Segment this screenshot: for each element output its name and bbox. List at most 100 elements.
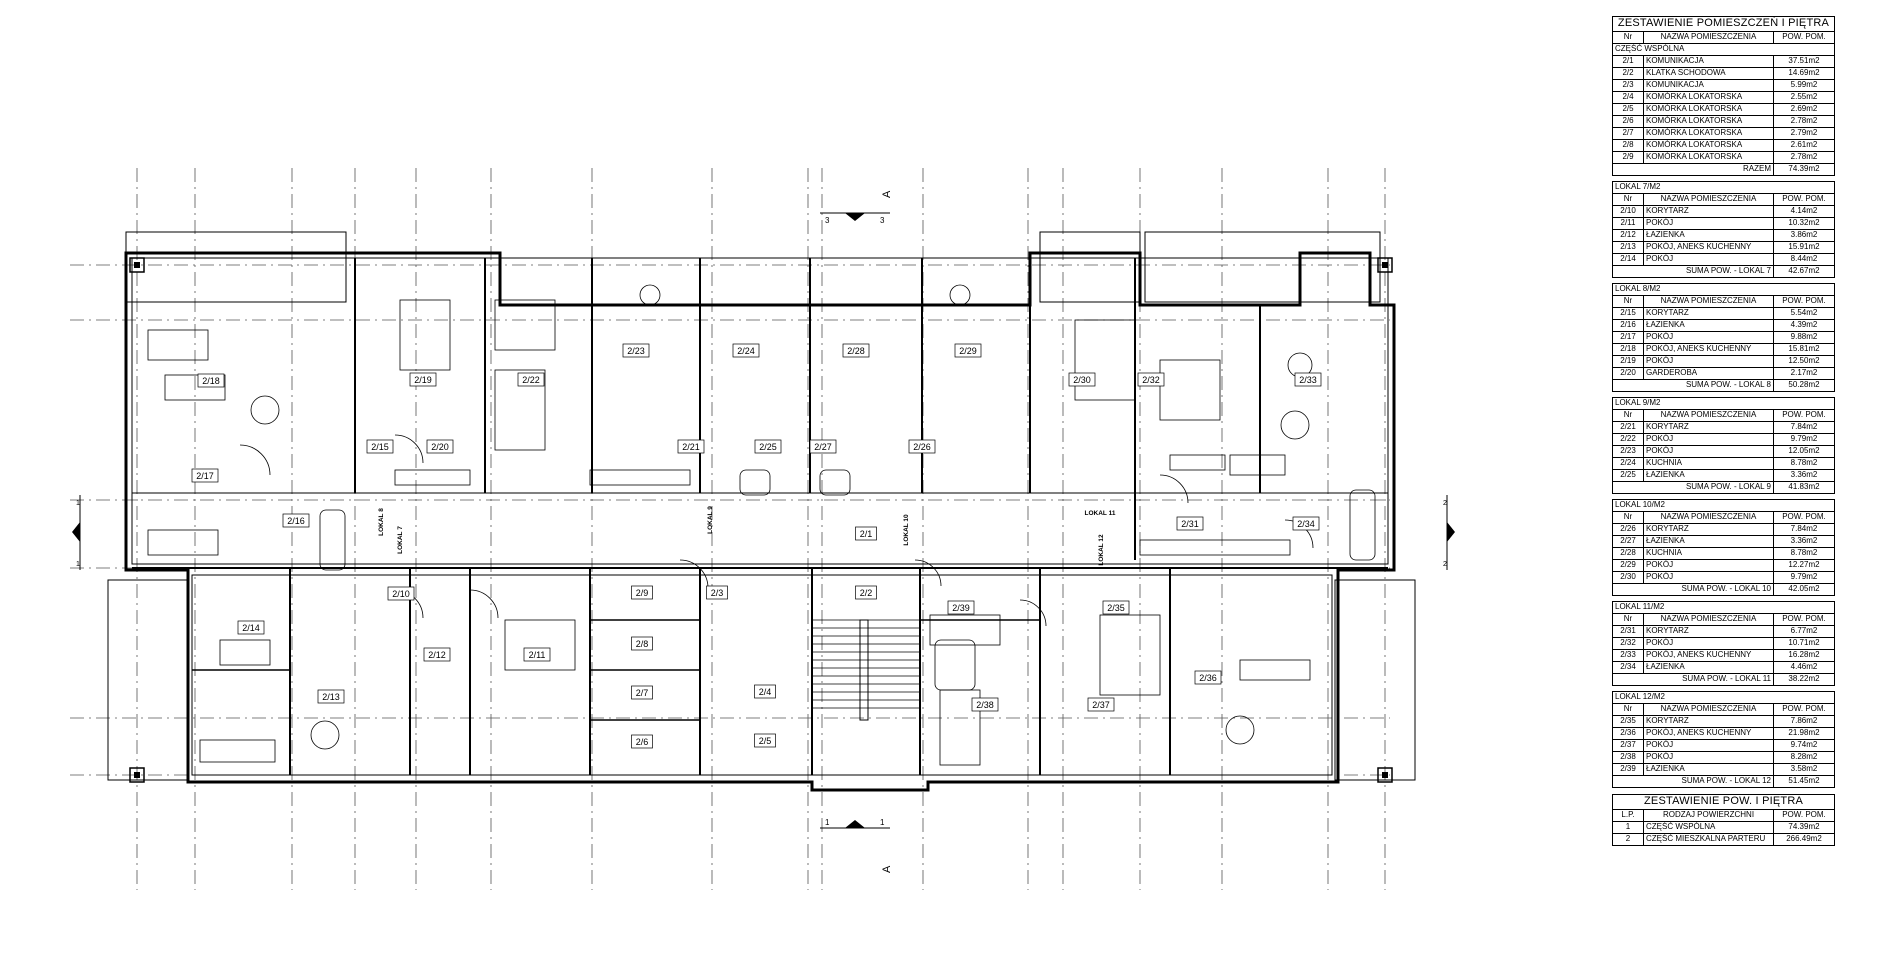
- table-cell: 9.74m2: [1773, 739, 1835, 752]
- table-cell: KLATKA SCHODOWA: [1643, 67, 1774, 80]
- room-label: 2/36: [1199, 673, 1217, 683]
- table-round: [949, 284, 971, 306]
- table-cell: NAZWA POMIESZCZENIA: [1643, 409, 1774, 422]
- room-label: 2/9: [636, 588, 649, 598]
- table-cell: Nr: [1612, 193, 1644, 206]
- room-label: 2/12: [428, 650, 446, 660]
- room-label: 2/6: [636, 737, 649, 747]
- balcony: [1334, 579, 1416, 781]
- balcony: [1039, 231, 1141, 303]
- room-tag: [732, 343, 760, 358]
- table-cell: 38.22m2: [1773, 673, 1835, 686]
- table-cell: POKÓJ, ANEKS KUCHENNY: [1643, 343, 1774, 356]
- table-cell: 2/38: [1612, 751, 1644, 764]
- room-tag: [1068, 372, 1096, 387]
- door-swing: [239, 444, 271, 476]
- furniture-item: [219, 639, 271, 666]
- table-cell: 2/2: [1612, 67, 1644, 80]
- table-cell: KORYTARZ: [1643, 715, 1774, 728]
- section-number: 3: [880, 216, 885, 225]
- table-cell: KOMÓRKA LOKATORSKA: [1643, 115, 1774, 128]
- room-label: 2/18: [202, 376, 220, 386]
- inner-wall-line: [191, 574, 1333, 776]
- side-arrow: [1447, 522, 1455, 542]
- table-cell: 21.98m2: [1773, 727, 1835, 740]
- table-cell: KOMUNIKACJA: [1643, 79, 1774, 92]
- table-cell: 2/37: [1612, 739, 1644, 752]
- room-label: 2/34: [1297, 519, 1315, 529]
- table-cell: 2/11: [1612, 217, 1644, 230]
- furniture-item: [164, 374, 226, 401]
- table-cell: KOMÓRKA LOKATORSKA: [1643, 103, 1774, 116]
- room-label: 2/26: [913, 442, 931, 452]
- side-number: 1: [76, 561, 80, 568]
- table-cell: 5.99m2: [1773, 79, 1835, 92]
- room-label: 2/5: [759, 736, 772, 746]
- room-tag: [631, 685, 653, 700]
- table-round: [310, 720, 340, 750]
- table-cell: POKÓJ: [1643, 217, 1774, 230]
- table-cell: 2.69m2: [1773, 103, 1835, 116]
- room-tag: [1292, 516, 1320, 531]
- table-cell: 2/27: [1612, 535, 1644, 548]
- room-tag: [706, 585, 728, 600]
- table-cell: 2/30: [1612, 571, 1644, 584]
- table-cell: 3.36m2: [1773, 535, 1835, 548]
- table-cell: 3.86m2: [1773, 229, 1835, 242]
- table-cell: 14.69m2: [1773, 67, 1835, 80]
- room-tag: [426, 439, 454, 454]
- table-cell: NAZWA POMIESZCZENIA: [1643, 703, 1774, 716]
- title-row: ZESTAWIENIE POW. I PIĘTRA: [1612, 794, 1835, 810]
- table-cell: NAZWA POMIESZCZENIA: [1643, 31, 1774, 44]
- furniture-item: [494, 299, 556, 351]
- room-tag: [809, 439, 837, 454]
- table-cell: POW. POM.: [1773, 703, 1835, 716]
- table-cell: POKÓJ, ANEKS KUCHENNY: [1643, 727, 1774, 740]
- table-cell: 2/22: [1612, 433, 1644, 446]
- room-label: 2/37: [1092, 700, 1110, 710]
- table-cell: 7.84m2: [1773, 421, 1835, 434]
- table-cell: KORYTARZ: [1643, 523, 1774, 536]
- room-tag: [971, 697, 999, 712]
- room-tag: [622, 343, 650, 358]
- room-tag: [409, 372, 437, 387]
- table-cell: POKÓJ: [1643, 751, 1774, 764]
- table-cell: 2.61m2: [1773, 139, 1835, 152]
- furniture-item: [504, 619, 576, 671]
- room-tag: [387, 586, 415, 601]
- sanitary: [319, 509, 346, 571]
- room-label: 2/29: [959, 346, 977, 356]
- room-tag: [908, 439, 936, 454]
- table-cell: ŁAZIENKA: [1643, 661, 1774, 674]
- table-cell: KOMÓRKA LOKATORSKA: [1643, 127, 1774, 140]
- door-swing: [394, 434, 424, 464]
- room-tag: [947, 600, 975, 615]
- caption-row: LOKAL 10/M2: [1612, 499, 1835, 512]
- table-cell: 12.27m2: [1773, 559, 1835, 572]
- sanitary: [1349, 489, 1376, 561]
- balcony: [125, 231, 347, 303]
- table-cell: ŁAZIENKA: [1643, 469, 1774, 482]
- room-tag: [1294, 372, 1322, 387]
- table-cell: 2/25: [1612, 469, 1644, 482]
- walls: [107, 231, 1416, 792]
- side-arrow: [72, 522, 80, 542]
- table-cell: 2/36: [1612, 727, 1644, 740]
- table-cell: 2/14: [1612, 253, 1644, 266]
- side-number: 1: [76, 500, 80, 507]
- room-tag: [842, 343, 870, 358]
- table-cell: 9.79m2: [1773, 571, 1835, 584]
- room-tag: [855, 526, 877, 541]
